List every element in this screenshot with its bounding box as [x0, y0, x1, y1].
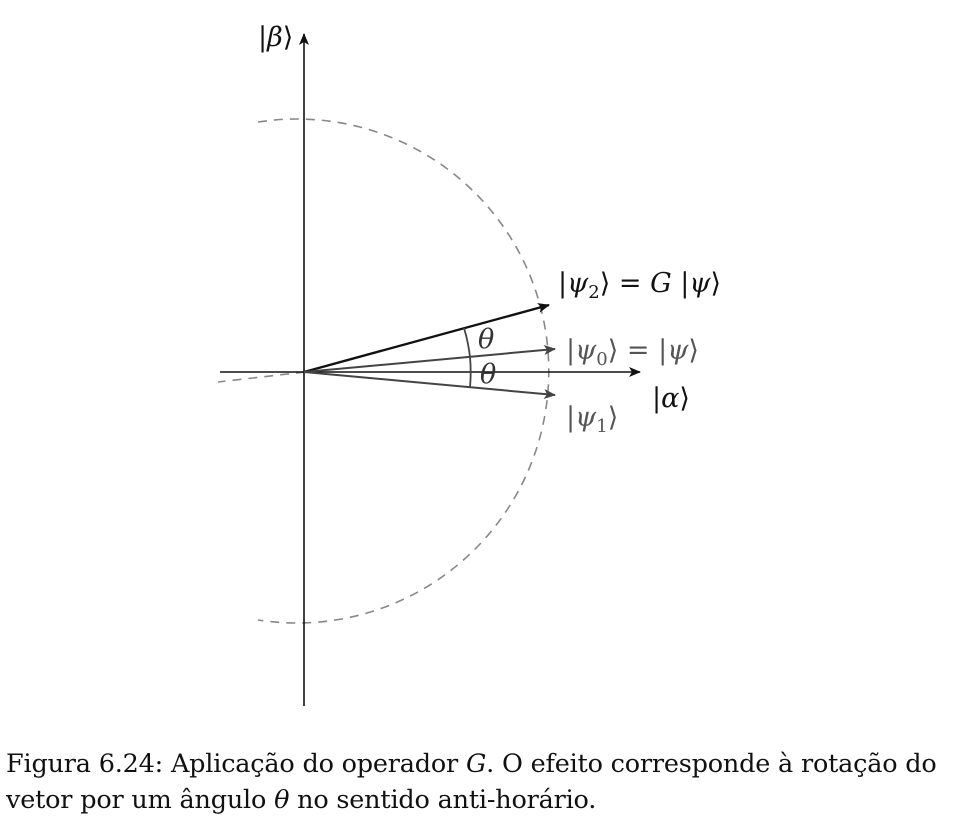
- figure-diagram: |β⟩ |α⟩ |ψ2⟩ = G |ψ⟩ |ψ0⟩ = |ψ⟩ |ψ1⟩ θ θ: [217, 22, 721, 706]
- psi0-vector: [303, 345, 556, 373]
- theta-label-upper: θ: [478, 324, 494, 355]
- alpha-ket-label: |α⟩: [652, 383, 690, 414]
- psi2-label: |ψ2⟩ = G |ψ⟩: [558, 268, 721, 303]
- figure-caption: Figura 6.24: Aplicação do operador G. O …: [6, 746, 958, 818]
- beta-ket-label: |β⟩: [258, 22, 293, 53]
- caption-line-2: vetor por um ângulo θ no sentido anti-ho…: [6, 785, 597, 815]
- circle-left-stub: [217, 371, 306, 383]
- theta-arc-upper: [463, 327, 471, 358]
- unit-circle-arc: [257, 118, 550, 624]
- caption-line-1: Figura 6.24: Aplicação do operador G. O …: [6, 749, 937, 779]
- psi1-label: |ψ1⟩: [566, 402, 618, 437]
- theta-label-lower: θ: [480, 359, 496, 390]
- psi1-vector: [303, 371, 556, 399]
- psi0-label: |ψ0⟩ = |ψ⟩: [566, 335, 699, 370]
- theta-arc-lower: [469, 356, 472, 388]
- psi2-vector: [303, 303, 550, 374]
